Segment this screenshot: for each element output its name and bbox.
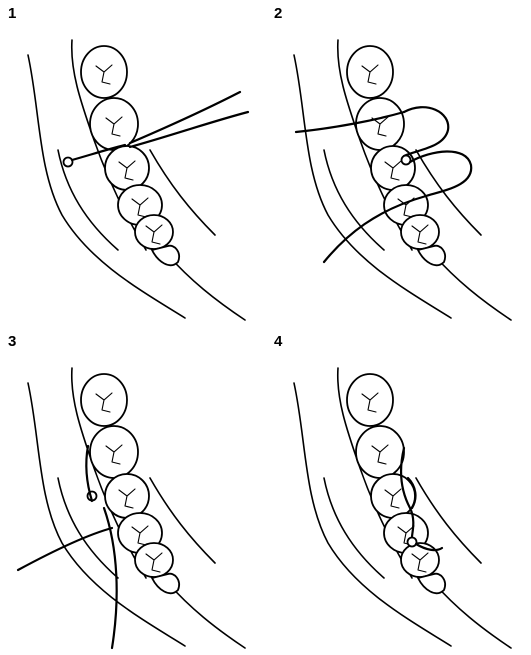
tooth-cusp [152,574,179,594]
jaw-illustration [266,328,531,655]
threader-loop [402,156,411,165]
tooth [105,474,149,518]
tooth [105,146,149,190]
threader-loop [64,158,73,167]
jaw-illustration [266,0,531,327]
step-number: 4 [274,334,282,349]
tooth [356,426,404,478]
floss-strand [404,107,448,156]
panel-step-4: 4 [266,328,531,655]
tooth-cusp [418,246,445,266]
tooth [135,543,173,577]
jaw-edge [434,255,511,320]
panel-step-2: 2 [266,0,531,327]
tooth [371,146,415,190]
tooth [81,46,127,98]
tooth [401,543,439,577]
tooth [401,215,439,249]
tooth [81,374,127,426]
floss-strand [130,92,240,143]
jaw-illustration [0,328,265,655]
panel-step-3: 3 [0,328,265,655]
tooth-cusp [418,574,445,594]
jaw-illustration [0,0,265,327]
tooth [90,426,138,478]
step-number: 1 [8,6,16,21]
tooth-cusp [152,246,179,266]
tooth [371,474,415,518]
jaw-edge [434,583,511,648]
step-number: 3 [8,334,16,349]
tooth [347,374,393,426]
jaw-edge [168,583,245,648]
panel-step-1: 1 [0,0,265,327]
threader-loop [408,538,417,547]
tooth [356,98,404,150]
tooth [135,215,173,249]
step-number: 2 [274,6,282,21]
jaw-edge [168,255,245,320]
tooth [347,46,393,98]
